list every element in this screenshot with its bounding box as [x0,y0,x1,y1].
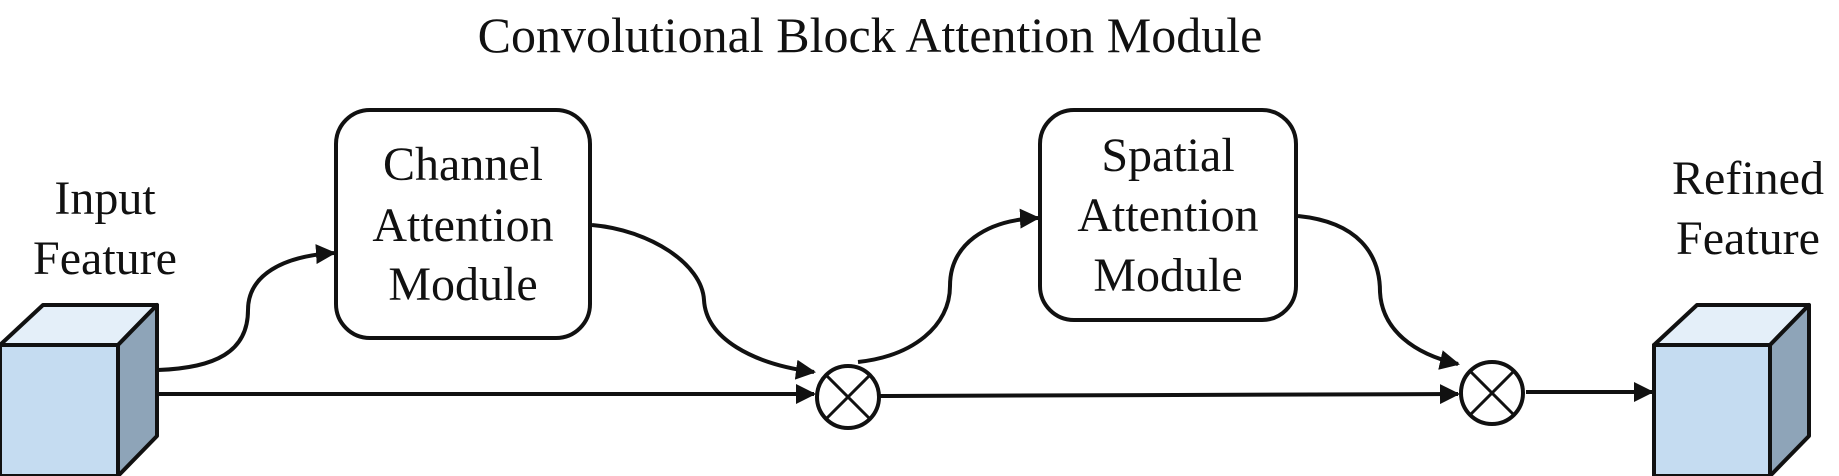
input-to-channel-arrow [157,244,336,372]
spatial-attention-module: Spatial Attention Module [1038,108,1298,322]
channel-attention-module: Channel Attention Module [334,108,592,340]
input-feature-label-line2: Feature [33,232,177,285]
second-multiply-cross-b [1468,369,1516,417]
spatial-attention-box [1038,108,1298,322]
input-cube-front [0,343,120,476]
first-multiply-cross-b [824,373,872,421]
channel-attention-label-line3: Module [388,258,537,311]
spatial-to-second-multiply-arrow [1297,214,1460,370]
first-multiply-to-second-multiply-arrow [879,384,1460,405]
first-multiply-to-spatial-arrow [857,208,1040,364]
spatial-attention-label-line2: Attention [1077,189,1258,242]
spatial-attention-label-line3: Module [1093,249,1242,302]
channel-attention-box [334,108,592,340]
spatial-attention-label-line1: Spatial [1101,129,1234,182]
refined-feature-cube [1652,303,1811,476]
refined-feature-label-line2: Feature [1676,212,1820,265]
input-feature-cube [0,303,159,476]
channel-attention-label-line2: Attention [372,199,553,252]
second-multiply-icon [1459,360,1525,426]
channel-to-first-multiply-arrow [591,223,816,380]
refined-cube-front [1652,343,1772,476]
channel-attention-label-line1: Channel [383,138,543,191]
refined-feature-label-line1: Refined [1672,152,1824,205]
input-feature-label-line1: Input [54,172,156,225]
first-multiply-icon [815,364,881,430]
diagram-title: Convolutional Block Attention Module [478,7,1263,63]
